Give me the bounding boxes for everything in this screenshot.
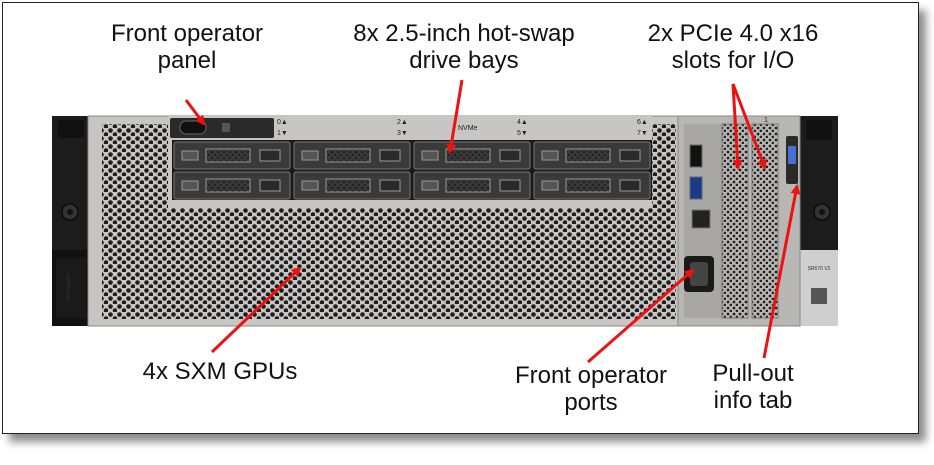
drive-tray-handle[interactable] — [619, 149, 641, 162]
drive-tray-latch[interactable] — [181, 150, 199, 161]
drive-tray-handle[interactable] — [259, 179, 281, 192]
drive-tray-handle[interactable] — [379, 179, 401, 192]
left-rack-bracket — [52, 116, 90, 326]
nvme-mark: NVMe — [458, 125, 478, 132]
drive-tray-vent — [445, 178, 491, 193]
drive-tray-handle[interactable] — [499, 179, 521, 192]
label-front-operator-ports: Front operator ports — [514, 362, 668, 416]
drive-tray-latch[interactable] — [301, 180, 319, 191]
drive-tray-latch[interactable] — [541, 150, 559, 161]
drive-bays — [173, 141, 651, 200]
label-front-operator-panel: Front operator panel — [110, 20, 264, 74]
drive-tray-vent — [565, 148, 611, 163]
label-drive-bays: 8x 2.5-inch hot-swap drive bays — [353, 20, 575, 74]
label-sxm-gpus: 4x SXM GPUs — [142, 358, 298, 385]
drive-tray-latch[interactable] — [421, 180, 439, 191]
drive-tray-handle[interactable] — [259, 149, 281, 162]
arrow-drive-bays — [446, 79, 464, 154]
bay-number-0: 0▲ — [277, 119, 288, 126]
bay-number-5: 5▼ — [517, 130, 528, 137]
arrow-pcie-slot-2 — [731, 83, 743, 170]
arrow-pcie-slot-1 — [731, 83, 767, 170]
bay-number-6: 6▲ — [637, 119, 648, 126]
drive-tray-vent — [325, 178, 371, 193]
arrow-front-operator-panel — [184, 99, 206, 126]
drive-tray-latch[interactable] — [541, 180, 559, 191]
right-rack-bracket — [800, 116, 838, 326]
model-tag-text: SR670 V2 — [808, 266, 831, 272]
bay-number-2: 2▲ — [397, 119, 408, 126]
drive-tray-vent — [325, 148, 371, 163]
arrow-front-operator-ports — [587, 268, 695, 364]
arrow-sxm-gpus — [210, 266, 302, 354]
drive-tray-latch[interactable] — [181, 180, 199, 191]
label-pcie-slots: 2x PCIe 4.0 x16 slots for I/O — [647, 20, 819, 74]
bay-number-3: 3▼ — [397, 130, 408, 137]
drive-tray-latch[interactable] — [301, 150, 319, 161]
brand-text: ThinkSystem — [66, 274, 72, 303]
drive-tray-handle[interactable] — [619, 179, 641, 192]
arrow-pull-out-info-tab — [762, 184, 801, 359]
front-io-panel — [677, 115, 801, 327]
drive-tray-handle[interactable] — [379, 149, 401, 162]
drive-tray-latch[interactable] — [421, 150, 439, 161]
drive-tray-handle[interactable] — [499, 149, 521, 162]
drive-tray-vent — [205, 178, 251, 193]
drive-tray-vent — [445, 148, 491, 163]
bay-number-4: 4▲ — [517, 119, 528, 126]
bay-number-1: 1▼ — [277, 130, 288, 137]
label-pull-out-info-tab: Pull-out info tab — [712, 360, 794, 414]
callout-arrows — [184, 79, 801, 364]
bay-number-7: 7▼ — [637, 130, 648, 137]
drive-tray-vent — [205, 148, 251, 163]
drive-tray-vent — [565, 178, 611, 193]
slot-number-1: 1 — [764, 117, 768, 124]
